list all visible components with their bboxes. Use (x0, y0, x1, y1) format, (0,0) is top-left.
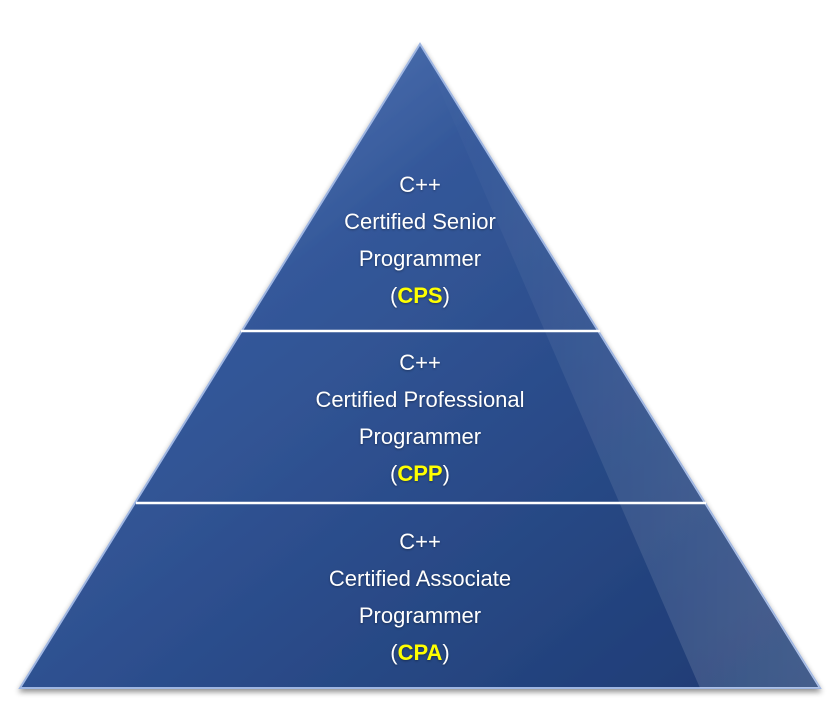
tier-professional-name-line2: Programmer (358, 424, 482, 449)
tier-associate-name-line2: Programmer (358, 603, 482, 628)
tier-senior-name-line2: Programmer (358, 246, 482, 271)
tier-associate-name-line1: Certified Associate (328, 566, 512, 591)
tier-associate-abbr: CPA (397, 640, 443, 665)
tier-associate: C++ Certified Associate Programmer (CPA) (0, 523, 840, 671)
tier-professional-name-line1: Certified Professional (315, 387, 525, 412)
tier-senior-name-line1: Certified Senior (344, 209, 496, 234)
tier-senior-abbr: CPS (397, 283, 443, 308)
pyramid-body (18, 42, 822, 689)
tier-professional-abbr: CPP (397, 461, 443, 486)
tier-associate-abbr-line: (CPA) (390, 640, 450, 665)
tier-senior-lang: C++ (399, 172, 441, 197)
tier-professional-lang: C++ (399, 350, 441, 375)
tier-senior-abbr-line: (CPS) (390, 283, 450, 308)
tier-professional: C++ Certified Professional Programmer (C… (0, 344, 840, 492)
tier-professional-abbr-line: (CPP) (390, 461, 450, 486)
tier-associate-lang: C++ (399, 529, 441, 554)
tier-senior: C++ Certified Senior Programmer (CPS) (0, 166, 840, 314)
